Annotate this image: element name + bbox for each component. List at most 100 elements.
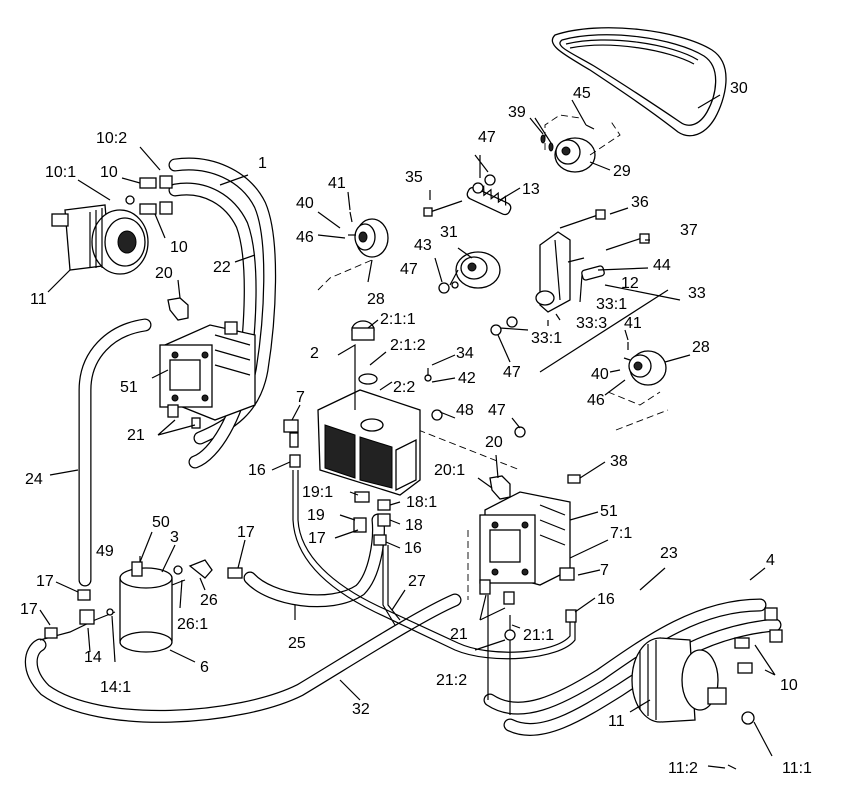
- callout-48: 48: [456, 402, 474, 419]
- callout-6: 6: [200, 659, 209, 676]
- callout-23: 23: [660, 545, 678, 562]
- callout-11-1: 11:1: [782, 760, 812, 777]
- callout-33-1: 33:1: [531, 330, 562, 347]
- callout-29: 29: [613, 163, 631, 180]
- callout-18: 18: [405, 517, 423, 534]
- callout-38: 38: [610, 453, 628, 470]
- hydraulic-pump-right: [479, 491, 571, 586]
- callout-33-1: 33:1: [596, 296, 627, 313]
- callout-13: 13: [522, 181, 540, 198]
- callout-10-2: 10:2: [96, 130, 127, 147]
- pulley-28-upper: [348, 211, 389, 258]
- callout-11-2: 11:2: [668, 760, 698, 777]
- callout-2-2: 2:2: [393, 379, 415, 396]
- callout-14-1: 14:1: [100, 679, 131, 696]
- callout-19-1: 19:1: [302, 484, 333, 501]
- callout-2-1-2: 2:1:2: [390, 337, 426, 354]
- callout-42: 42: [458, 370, 476, 387]
- callout-40: 40: [591, 366, 609, 383]
- callout-49: 49: [96, 543, 114, 560]
- callout-17: 17: [237, 524, 255, 541]
- callout-40: 40: [296, 195, 314, 212]
- callout-21-1: 21:1: [523, 627, 554, 644]
- hydraulic-reservoir: [317, 320, 421, 496]
- hydraulic-hoses: [24, 157, 782, 736]
- callout-30: 30: [730, 80, 748, 97]
- callout-20-1: 20:1: [434, 462, 465, 479]
- callout-46: 46: [587, 392, 605, 409]
- drive-belt: [551, 27, 727, 137]
- callout-4: 4: [766, 552, 775, 569]
- callout-7-1: 7:1: [610, 525, 632, 542]
- hydraulic-motor-upper: [51, 204, 149, 275]
- callout-17: 17: [20, 601, 38, 618]
- callout-11: 11: [30, 291, 47, 308]
- callout-47: 47: [503, 364, 521, 381]
- callout-28: 28: [692, 339, 710, 356]
- callout-31: 31: [440, 224, 458, 241]
- callout-12: 12: [621, 275, 639, 292]
- callout-34: 34: [456, 345, 474, 362]
- callout-20: 20: [155, 265, 173, 282]
- callout-41: 41: [328, 175, 346, 192]
- callout-35: 35: [405, 169, 423, 186]
- callout-10: 10: [780, 677, 798, 694]
- leader-lines: [39, 94, 776, 769]
- callout-51: 51: [600, 503, 618, 520]
- callout-32: 32: [352, 701, 370, 718]
- callout-18-1: 18:1: [406, 494, 437, 511]
- hydraulic-pump-left: [159, 321, 256, 421]
- callout-44: 44: [653, 257, 671, 274]
- callout-36: 36: [631, 194, 649, 211]
- callout-16: 16: [404, 540, 422, 557]
- idler-arm: [535, 231, 605, 313]
- callout-28: 28: [367, 291, 385, 308]
- callout-22: 22: [213, 259, 231, 276]
- callout-2-1-1: 2:1:1: [380, 311, 416, 328]
- callout-39: 39: [508, 104, 526, 121]
- callout-45: 45: [573, 85, 591, 102]
- callout-27: 27: [408, 573, 426, 590]
- callout-14: 14: [84, 649, 102, 666]
- oil-filter: [119, 561, 186, 653]
- idler-pulley: [455, 251, 501, 289]
- callout-labels: 30 45 39 29 47 35 13 36 37 31 43 47 44 1…: [20, 80, 812, 777]
- callout-20: 20: [485, 434, 503, 451]
- callout-17: 17: [308, 530, 326, 547]
- callout-7: 7: [296, 389, 305, 406]
- callout-17: 17: [36, 573, 54, 590]
- callout-10: 10: [100, 164, 118, 181]
- callout-46: 46: [296, 229, 314, 246]
- callout-33-3: 33:3: [576, 315, 607, 332]
- callout-2: 2: [310, 345, 319, 362]
- callout-10: 10: [170, 239, 188, 256]
- hydraulic-motor-lower: [631, 637, 755, 770]
- callout-24: 24: [25, 471, 43, 488]
- callout-50: 50: [152, 514, 170, 531]
- callout-16: 16: [248, 462, 266, 479]
- callout-25: 25: [288, 635, 306, 652]
- callout-41: 41: [624, 315, 642, 332]
- callout-7: 7: [600, 562, 609, 579]
- callout-21: 21: [450, 626, 468, 643]
- callout-3: 3: [170, 529, 179, 546]
- callout-51: 51: [120, 379, 138, 396]
- callout-16: 16: [597, 591, 615, 608]
- callout-26: 26: [200, 592, 218, 609]
- callout-21: 21: [127, 427, 145, 444]
- callout-21-2: 21:2: [436, 672, 467, 689]
- callout-1: 1: [258, 155, 267, 172]
- callout-47: 47: [400, 261, 418, 278]
- pulley-29: [554, 137, 596, 173]
- callout-37: 37: [680, 222, 698, 239]
- pulley-28-lower: [623, 342, 667, 386]
- callout-43: 43: [414, 237, 432, 254]
- callout-19: 19: [307, 507, 325, 524]
- callout-47: 47: [478, 129, 496, 146]
- callout-26-1: 26:1: [177, 616, 208, 633]
- callout-11: 11: [608, 713, 625, 730]
- callout-47: 47: [488, 402, 506, 419]
- callout-10-1: 10:1: [45, 164, 76, 181]
